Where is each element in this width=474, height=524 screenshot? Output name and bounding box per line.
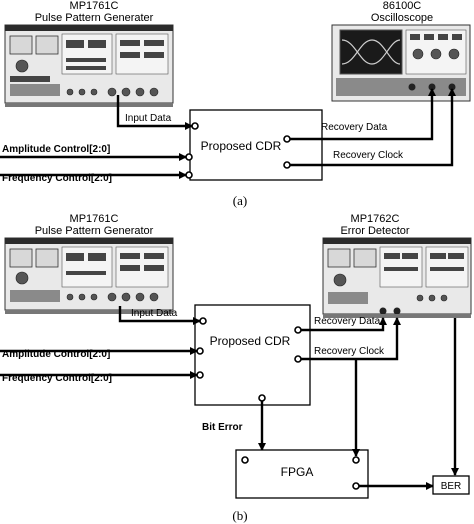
proposed-cdr-box-b — [194, 304, 311, 406]
oscilloscope-image — [331, 24, 471, 102]
generator-a-name: Pulse Pattern Generater — [35, 12, 154, 24]
caption-b: (b) — [232, 508, 247, 523]
frequency-control-label-b: Frequency Control[2:0] — [2, 373, 112, 384]
generator-a-model: MP1761C — [70, 0, 119, 12]
frequency-control-label-a: Frequency Control[2:0] — [2, 173, 112, 184]
scope-model: 86100C — [383, 0, 422, 12]
amplitude-control-label-b: Amplitude Control[2:0] — [2, 349, 110, 360]
ber-label: BER — [441, 481, 462, 492]
bit-error-label: Bit Error — [202, 422, 243, 433]
fpga-label: FPGA — [281, 465, 314, 479]
error-detector-image — [322, 237, 472, 318]
generator-b-name: Pulse Pattern Generator — [35, 225, 154, 237]
figure-b: MP1761C Pulse Pattern Generator — [0, 213, 472, 523]
recovery-clock-wire-a — [290, 88, 456, 167]
recovery-data-label-b: Recovery Data — [314, 316, 381, 327]
amplitude-control-label-a: Amplitude Control[2:0] — [2, 144, 110, 155]
generator-b-model: MP1761C — [70, 213, 119, 225]
proposed-cdr-label-b: Proposed CDR — [210, 334, 291, 348]
pulse-pattern-generator-a-image — [4, 24, 174, 107]
fpga-port-clock — [352, 456, 360, 464]
input-data-wire-a — [116, 95, 193, 130]
proposed-cdr-label-a: Proposed CDR — [201, 139, 282, 153]
input-data-wire-b — [118, 306, 201, 325]
input-data-label-a: Input Data — [125, 113, 172, 124]
proposed-cdr-box-a — [189, 109, 323, 181]
scope-name: Oscilloscope — [371, 12, 433, 24]
detector-model: MP1762C — [351, 213, 400, 225]
recovery-clock-label-b: Recovery Clock — [314, 346, 385, 357]
fpga-port-output — [352, 482, 360, 490]
recovery-data-wire-a — [290, 88, 436, 141]
ber-box — [432, 475, 470, 495]
input-data-label-b: Input Data — [131, 308, 178, 319]
caption-a: (a) — [233, 193, 247, 208]
pulse-pattern-generator-b-image — [4, 237, 174, 314]
cdr-b-ports — [196, 317, 302, 402]
recovery-clock-label-a: Recovery Clock — [333, 150, 404, 161]
recovery-data-label-a: Recovery Data — [321, 122, 388, 133]
recovery-data-wire-b — [301, 317, 387, 332]
fpga-box — [235, 449, 369, 499]
recovery-clock-wire-b — [301, 317, 401, 361]
cdr-a-ports — [185, 122, 291, 179]
fpga-port-bit-error — [241, 456, 249, 464]
detector-name: Error Detector — [340, 225, 409, 237]
figure-a: MP1761C Pulse Pattern Generater — [0, 0, 471, 208]
